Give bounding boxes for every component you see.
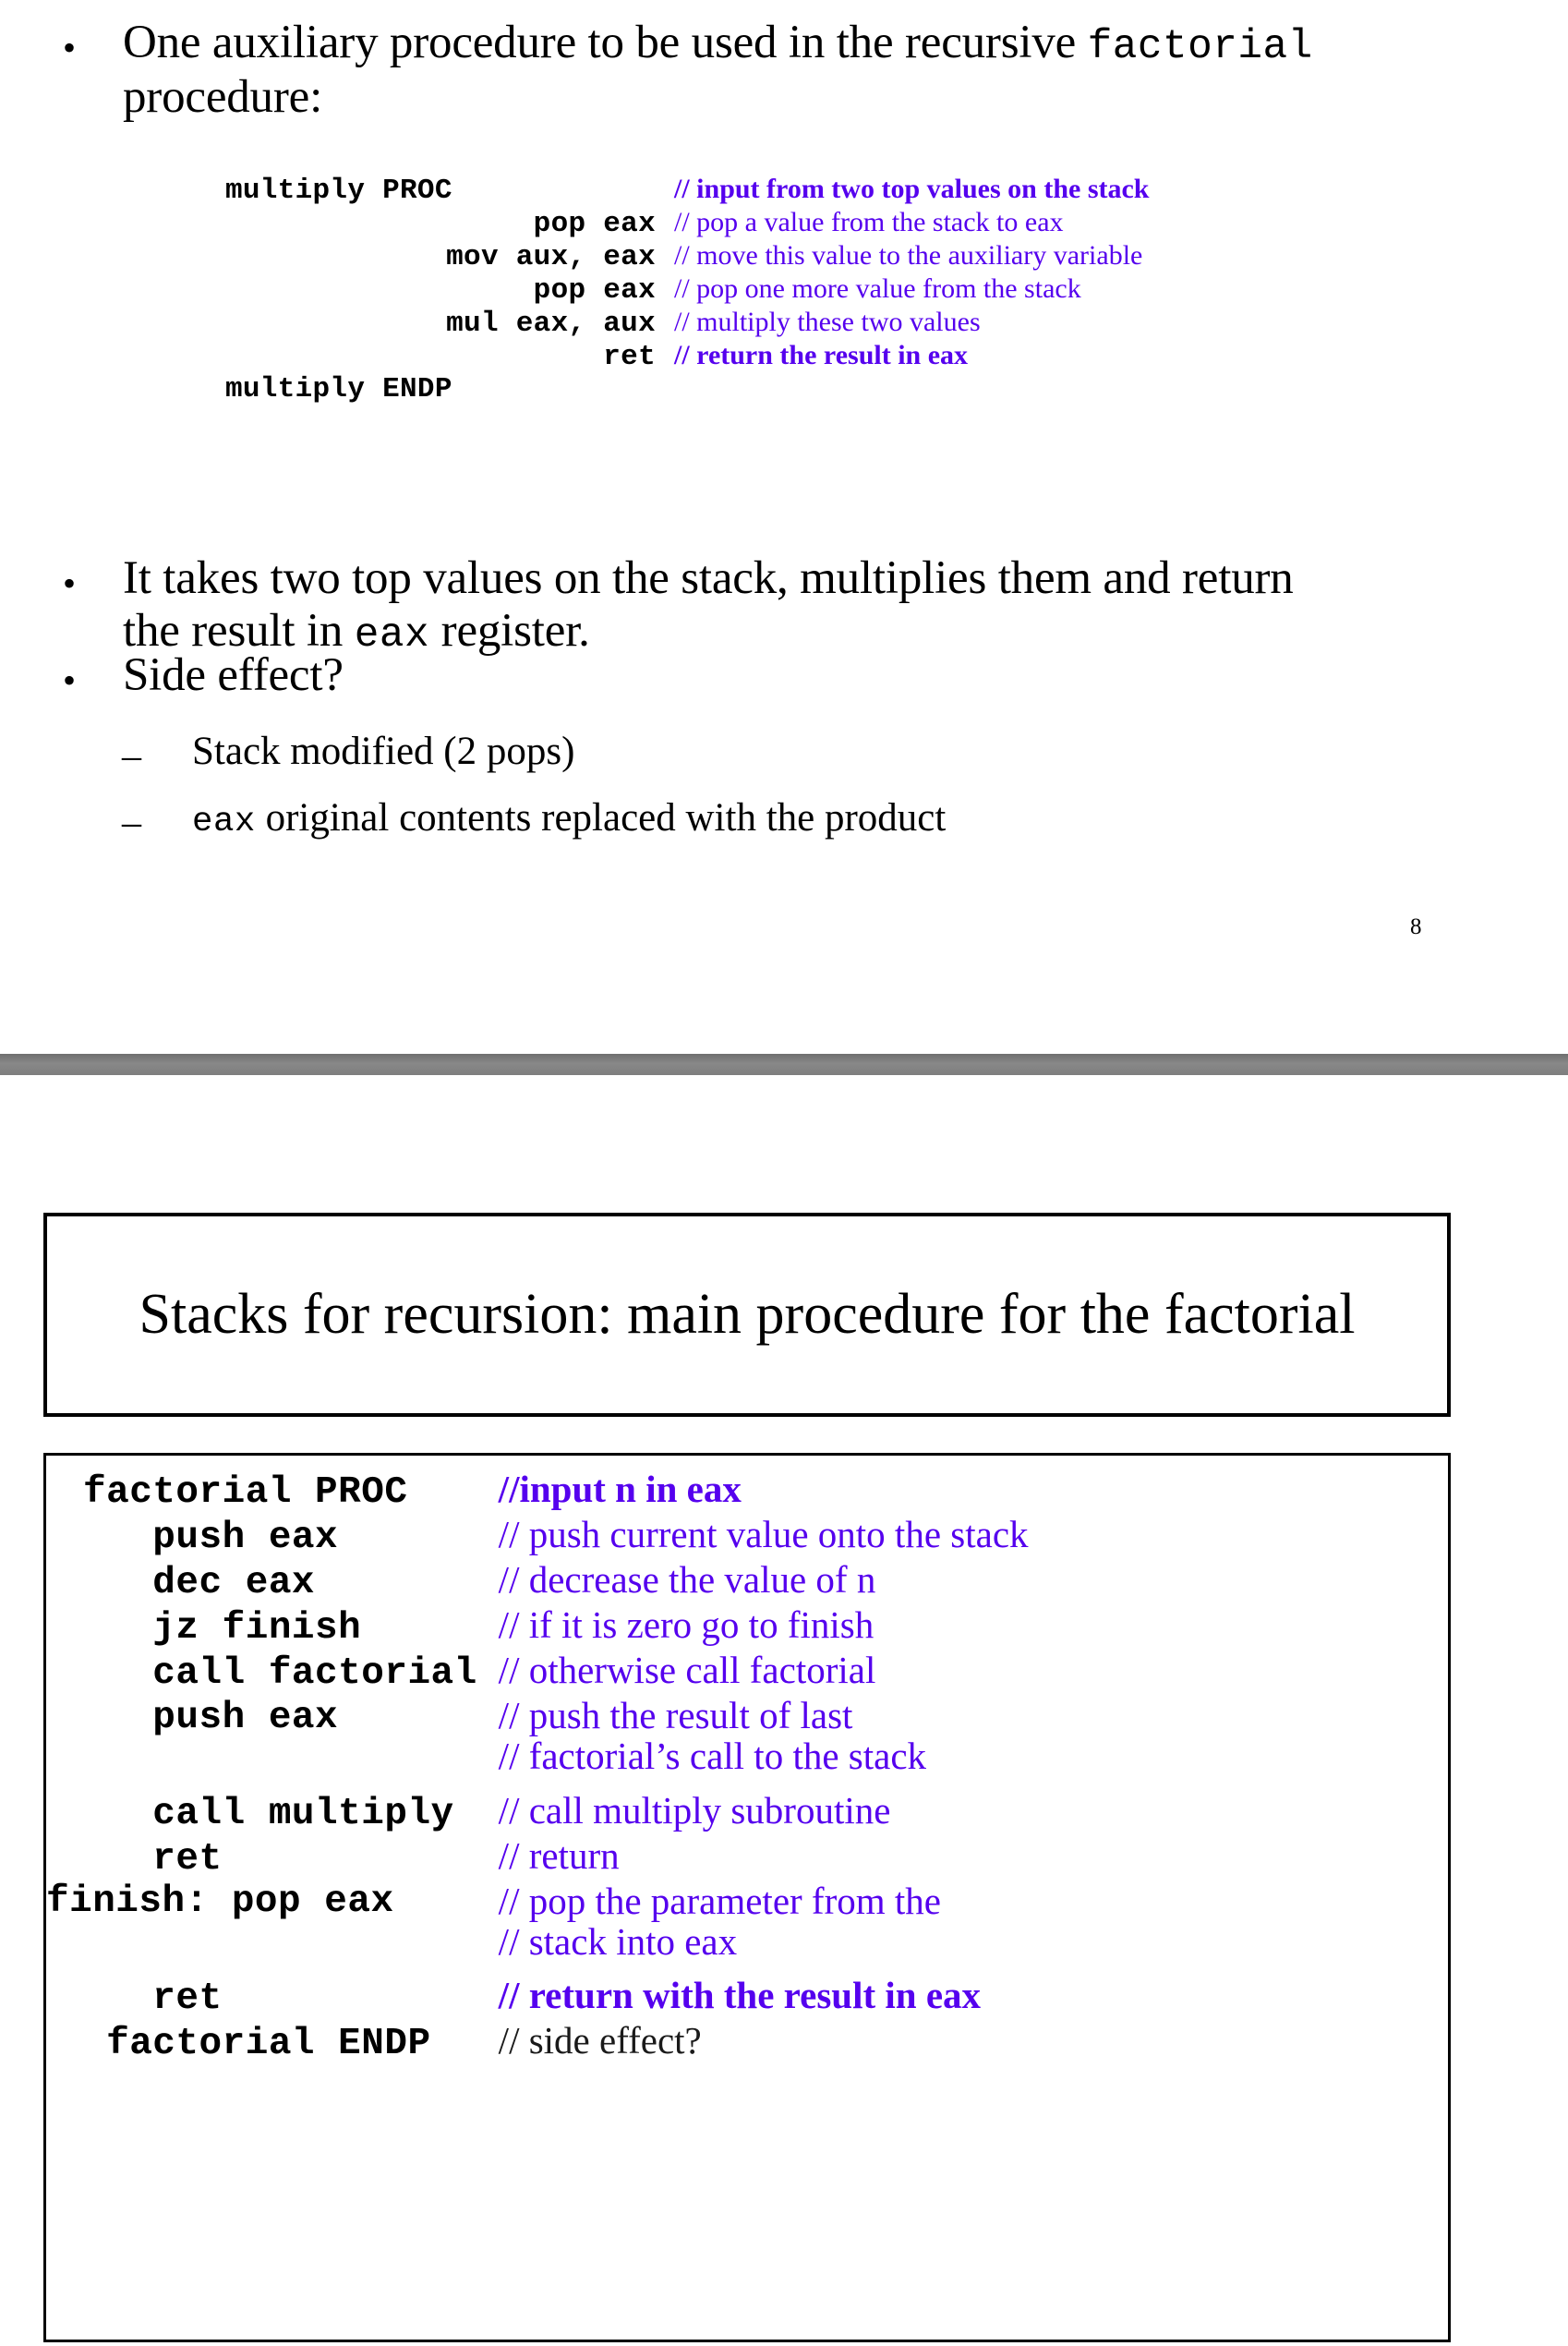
code-comment: // pop a value from the stack to eax [674,207,1064,237]
code-op: ret [83,1977,223,2021]
bullet-item-1: • One auxiliary procedure to be used in … [0,17,1568,124]
code-op: call factorial [83,1652,477,1695]
multiply-procedure-code-block: multiply PROC // input from two top valu… [0,174,1568,405]
code-comment: // call multiply subroutine [498,1788,891,1832]
code-line: multiply PROC // input from two top valu… [0,174,1149,207]
code-op: factorial PROC [83,1471,408,1514]
code-comment: // if it is zero go to finish [498,1603,874,1646]
sub-bullet-1-text: Stack modified (2 pops) [192,730,575,773]
code-line: pop eax // pop one more value from the s… [0,273,1149,307]
code-comment: // return with the result in eax [498,1974,982,2017]
code-comment: // pop the parameter from the // stack i… [498,1879,1029,1963]
code-op: pop eax [533,208,656,240]
table-row: finish: pop eax // pop the parameter fro… [46,1879,1029,1963]
bullet-2-part-a: It takes two top values on the stack, mu… [123,552,1294,658]
factorial-code-table: factorial PROC //input n in eax push eax… [46,1469,1029,2065]
code-op: mul eax, aux [446,308,656,340]
sub-bullet-item-2: – eax original contents replaced with th… [0,796,1568,842]
code-op: push eax [83,1697,339,1739]
slide-divider [0,1054,1568,1075]
code-comment: // return the result in eax [674,340,969,370]
slide-two-title-box: Stacks for recursion: main procedure for… [43,1213,1451,1417]
code-op: call multiply [83,1792,454,1835]
sub-bullet-2-rest: original contents replaced with the prod… [255,796,947,840]
table-row: dec eax // decrease the value of n [46,1559,1029,1604]
code-op: ret [83,1837,223,1880]
table-row: call factorial // otherwise call factori… [46,1650,1029,1695]
code-comment: // multiply these two values [674,307,981,337]
sub-bullet-2-text: eax original contents replaced with the … [192,796,1383,842]
table-row: ret // return with the result in eax [46,1962,1029,2020]
bullet-1-code-factorial: factorial [1087,24,1313,70]
bullet-1-part-a: One auxiliary procedure to be used in th… [123,17,1088,68]
table-row: factorial PROC //input n in eax [46,1469,1029,1514]
code-line: mul eax, aux // multiply these two value… [0,307,1149,340]
table-row: ret // return [46,1833,1029,1880]
code-op: finish: pop eax [46,1880,394,1923]
code-comment: // side effect? [498,2019,702,2062]
bullet-marker-icon: • [63,27,77,68]
code-comment: //input n in eax [498,1468,742,1510]
slide-one: • One auxiliary procedure to be used in … [0,0,1568,1053]
bullet-item-2: • It takes two top values on the stack, … [0,552,1568,659]
bullet-item-3: • Side effect? [0,649,1568,702]
code-comment: // decrease the value of n [498,1558,876,1601]
code-op: factorial ENDP [83,2023,431,2066]
code-comment [656,373,1149,405]
code-op: pop eax [533,274,656,307]
code-comment-line-1: // pop the parameter from the [498,1879,941,1922]
dash-marker-icon: – [122,735,141,778]
table-row: push eax // push current value onto the … [46,1513,1029,1559]
bullet-2-part-b: register. [429,605,590,658]
code-op: multiply ENDP [225,373,452,405]
sub-bullet-2-code-eax: eax [192,803,256,841]
code-comment: // move this value to the auxiliary vari… [674,240,1143,271]
sub-bullet-item-1: – Stack modified (2 pops) [0,730,1568,778]
bullet-1-text: One auxiliary procedure to be used in th… [123,17,1328,124]
factorial-procedure-code-box: factorial PROC //input n in eax push eax… [43,1453,1451,2342]
code-comment: // push the result of last // factorial’… [499,1695,1029,1777]
code-op: multiply PROC [225,175,452,207]
code-op: mov aux, eax [446,241,656,273]
code-comment-line-1: // push the result of last [498,1694,853,1736]
code-comment: // input from two top values on the stac… [674,174,1150,204]
code-line: mov aux, eax // move this value to the a… [0,240,1149,273]
table-row: push eax // push the result of last // f… [46,1695,1029,1777]
bullet-marker-icon: • [63,562,77,604]
code-op: jz finish [83,1607,362,1650]
code-line: pop eax // pop a value from the stack to… [0,207,1149,240]
code-op: dec eax [83,1562,316,1604]
bullet-1-part-b: procedure: [123,70,323,123]
table-row: factorial ENDP // side effect? [46,2020,1029,2065]
bullet-marker-icon: • [63,659,77,701]
dash-marker-icon: – [122,802,141,844]
code-op: ret [603,341,656,373]
bullet-2-text: It takes two top values on the stack, mu… [123,552,1328,659]
code-comment-line-2: // stack into eax [498,1919,738,1963]
code-comment: // pop one more value from the stack [674,273,1081,304]
code-comment: // push current value onto the stack [498,1513,1029,1555]
table-row: call multiply // call multiply subroutin… [46,1777,1029,1835]
code-comment: // otherwise call factorial [498,1649,876,1691]
slide-two: Stacks for recursion: main procedure for… [0,1075,1568,2346]
code-comment-line-2: // factorial’s call to the stack [498,1735,927,1778]
multiply-code-table: multiply PROC // input from two top valu… [0,174,1149,405]
code-comment: // return [498,1833,620,1877]
code-line: ret // return the result in eax [0,340,1149,373]
code-line: multiply ENDP [0,373,1149,405]
bullet-2-code-eax: eax [354,612,430,659]
bullet-3-text: Side effect? [123,649,344,701]
code-op: push eax [83,1517,339,1559]
table-row: jz finish // if it is zero go to finish [46,1604,1029,1650]
page-number: 8 [1410,914,1422,939]
page-title: Stacks for recursion: main procedure for… [139,1282,1356,1346]
